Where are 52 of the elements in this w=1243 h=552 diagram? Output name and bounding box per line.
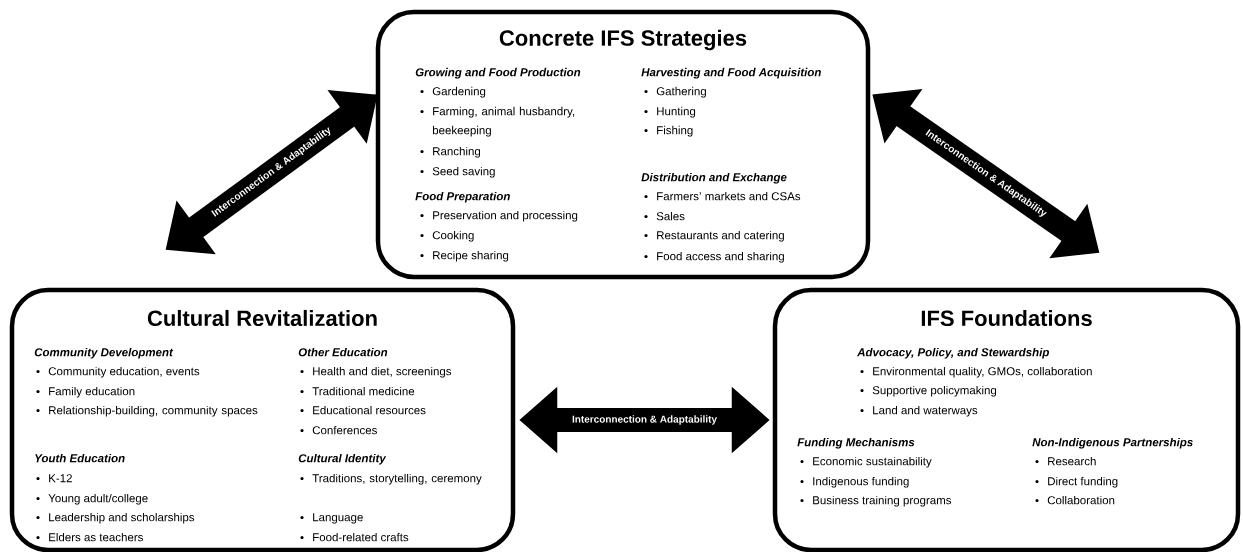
bullet-item: Community education, events [36,366,200,378]
bullet-item: Language [300,513,363,524]
bullet-item: Gathering [644,86,706,98]
section-heading: Advocacy, Policy, and Stewardship [856,347,1049,359]
bullet-item: Seed saving [420,166,495,178]
bullet-item: Educational resources [300,405,426,415]
bullet-item: Traditions, storytelling, ceremony [300,473,482,485]
section-heading: Harvesting and Food Acquisition [641,67,821,79]
bullet-item: Recipe sharing [420,250,509,262]
bullet-item: Business training programs [800,495,952,507]
section-heading: Distribution and Exchange [641,172,787,184]
section-heading: Growing and Food Production [415,67,581,79]
box-title: IFS Foundations [921,309,1092,327]
section-heading: Youth Education [35,453,125,463]
bullet-item: Collaboration [1035,495,1115,505]
section-heading: Non-Indigenous Partnerships [1032,437,1193,449]
bullet-item: Leadership and scholarships [36,512,195,524]
bullet-item: Hunting [644,106,696,118]
bullet-item: Preservation and processing [420,210,578,222]
bullet-item: Relationship-building, community spaces [36,405,258,417]
section-heading: Food Preparation [415,191,510,203]
section-heading: Funding Mechanisms [797,437,915,449]
bullet-item: Direct funding [1035,476,1118,488]
bullet-item: Research [1035,456,1096,466]
section-heading: Other Education [298,347,388,357]
section-heading: Cultural Identity [298,453,387,465]
bullet-item: Economic sustainability [800,456,932,468]
bullet-item: Ranching [420,146,481,158]
bullet-item: Gardening [420,86,486,98]
bullet-item: Young adult/college [36,493,148,505]
edge-label: Interconnection & Adaptability [571,414,718,426]
bullet-item: K-12 [36,474,72,483]
bullet-item: Fishing [644,125,693,137]
bullet-item: Environmental quality, GMOs, collaboration [860,366,1092,378]
bullet-item: Conferences [300,425,377,435]
section-heading: Community Development [34,347,174,359]
bullet-item: Elders as teachers [36,532,143,542]
bullet-item: Sales [644,211,685,221]
bullet-item: Restaurants and catering [644,230,784,242]
bullet-item: Food access and sharing [644,251,784,263]
bullet-item: Food-related crafts [300,532,409,542]
bullet-item: Health and diet, screenings [300,366,452,378]
bullet-item: Family education [36,386,135,398]
bullet-item: Land and waterways [860,405,978,417]
box-title: Concrete IFS Strategies [499,29,747,51]
bullet-item: Indigenous funding [800,476,909,488]
bullet-item: Cooking [420,230,474,242]
box-title: Cultural Revitalization [147,309,377,327]
bullet-item: Farming, animal husbandry, beekeeping [420,106,575,137]
bullet-item: Farmers’ markets and CSAs [644,191,801,201]
bullet-item: Traditional medicine [300,386,415,396]
bullet-item: Supportive policymaking [860,385,997,397]
